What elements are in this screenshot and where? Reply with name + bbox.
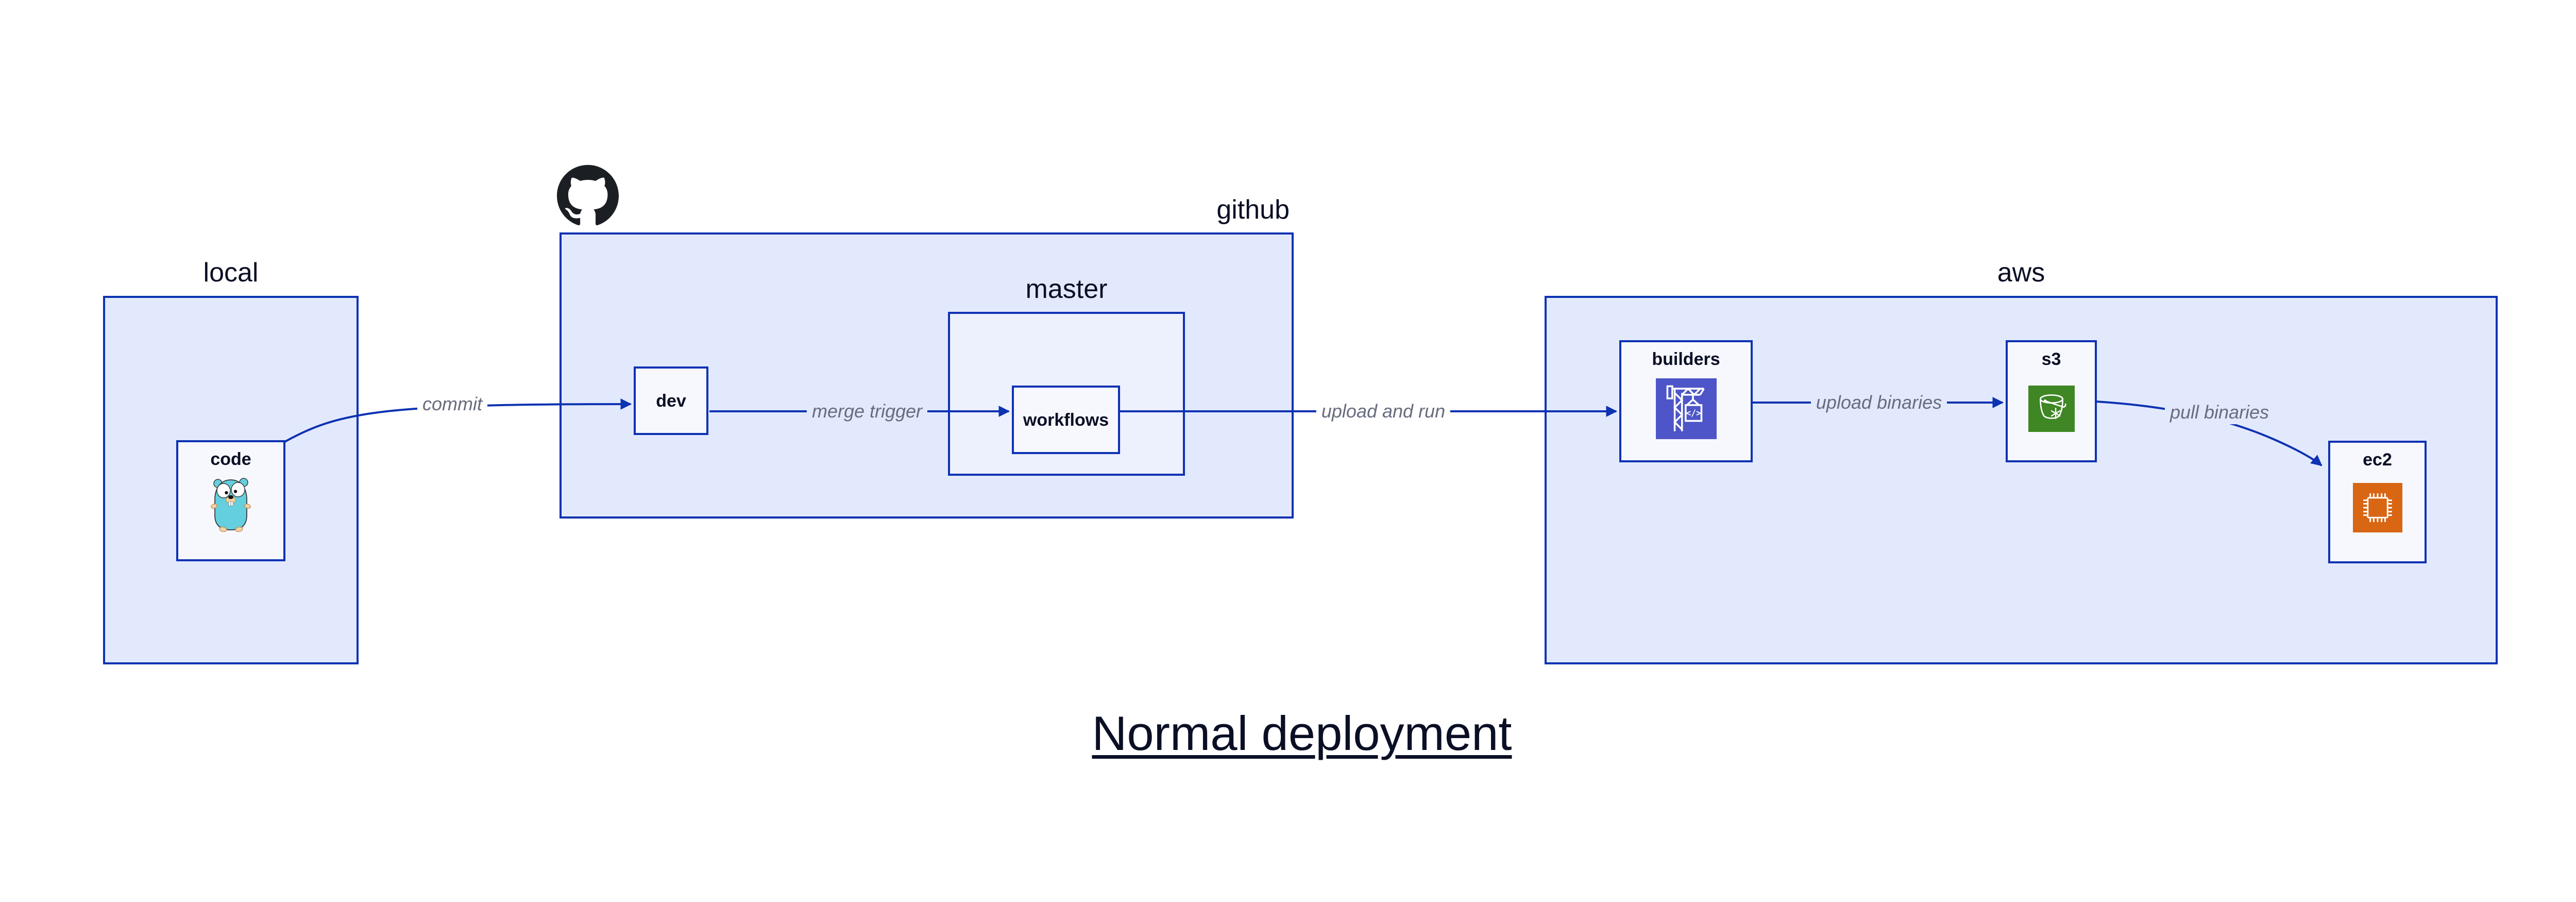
node-workflows-label: workflows <box>1023 410 1109 430</box>
node-code: code <box>176 440 285 561</box>
edge-commit-label: commit <box>417 392 487 416</box>
edge-upload-and-run-label: upload and run <box>1316 399 1451 423</box>
edge-upload-binaries-label: upload binaries <box>1810 391 1947 414</box>
edge-pull-binaries-label: pull binaries <box>2164 400 2275 424</box>
diagram-title: Normal deployment <box>1092 706 1512 760</box>
node-ec2: ec2 <box>2328 441 2427 563</box>
edge-merge-trigger-label: merge trigger <box>806 399 928 423</box>
s3-bucket-icon <box>2028 386 2075 432</box>
group-github-label: github <box>1216 195 1290 225</box>
ec2-chip-icon <box>2352 483 2402 532</box>
go-gopher-icon <box>211 478 251 532</box>
group-local-label: local <box>203 258 259 288</box>
node-s3: s3 <box>2006 340 2097 462</box>
node-ec2-label: ec2 <box>2363 450 2392 470</box>
node-s3-label: s3 <box>2041 349 2061 369</box>
node-code-label: code <box>210 449 251 469</box>
node-builders-label: builders <box>1652 349 1720 369</box>
node-workflows: workflows <box>1012 386 1120 454</box>
github-octocat-icon <box>557 165 619 226</box>
codebuild-crane-icon: </> <box>1655 378 1717 439</box>
node-builders: builders </> <box>1619 340 1753 462</box>
svg-text:</>: </> <box>1686 408 1701 418</box>
node-dev: dev <box>634 366 708 435</box>
group-aws-label: aws <box>1997 258 2045 288</box>
node-dev-label: dev <box>656 391 686 411</box>
group-master-label: master <box>1025 274 1108 304</box>
